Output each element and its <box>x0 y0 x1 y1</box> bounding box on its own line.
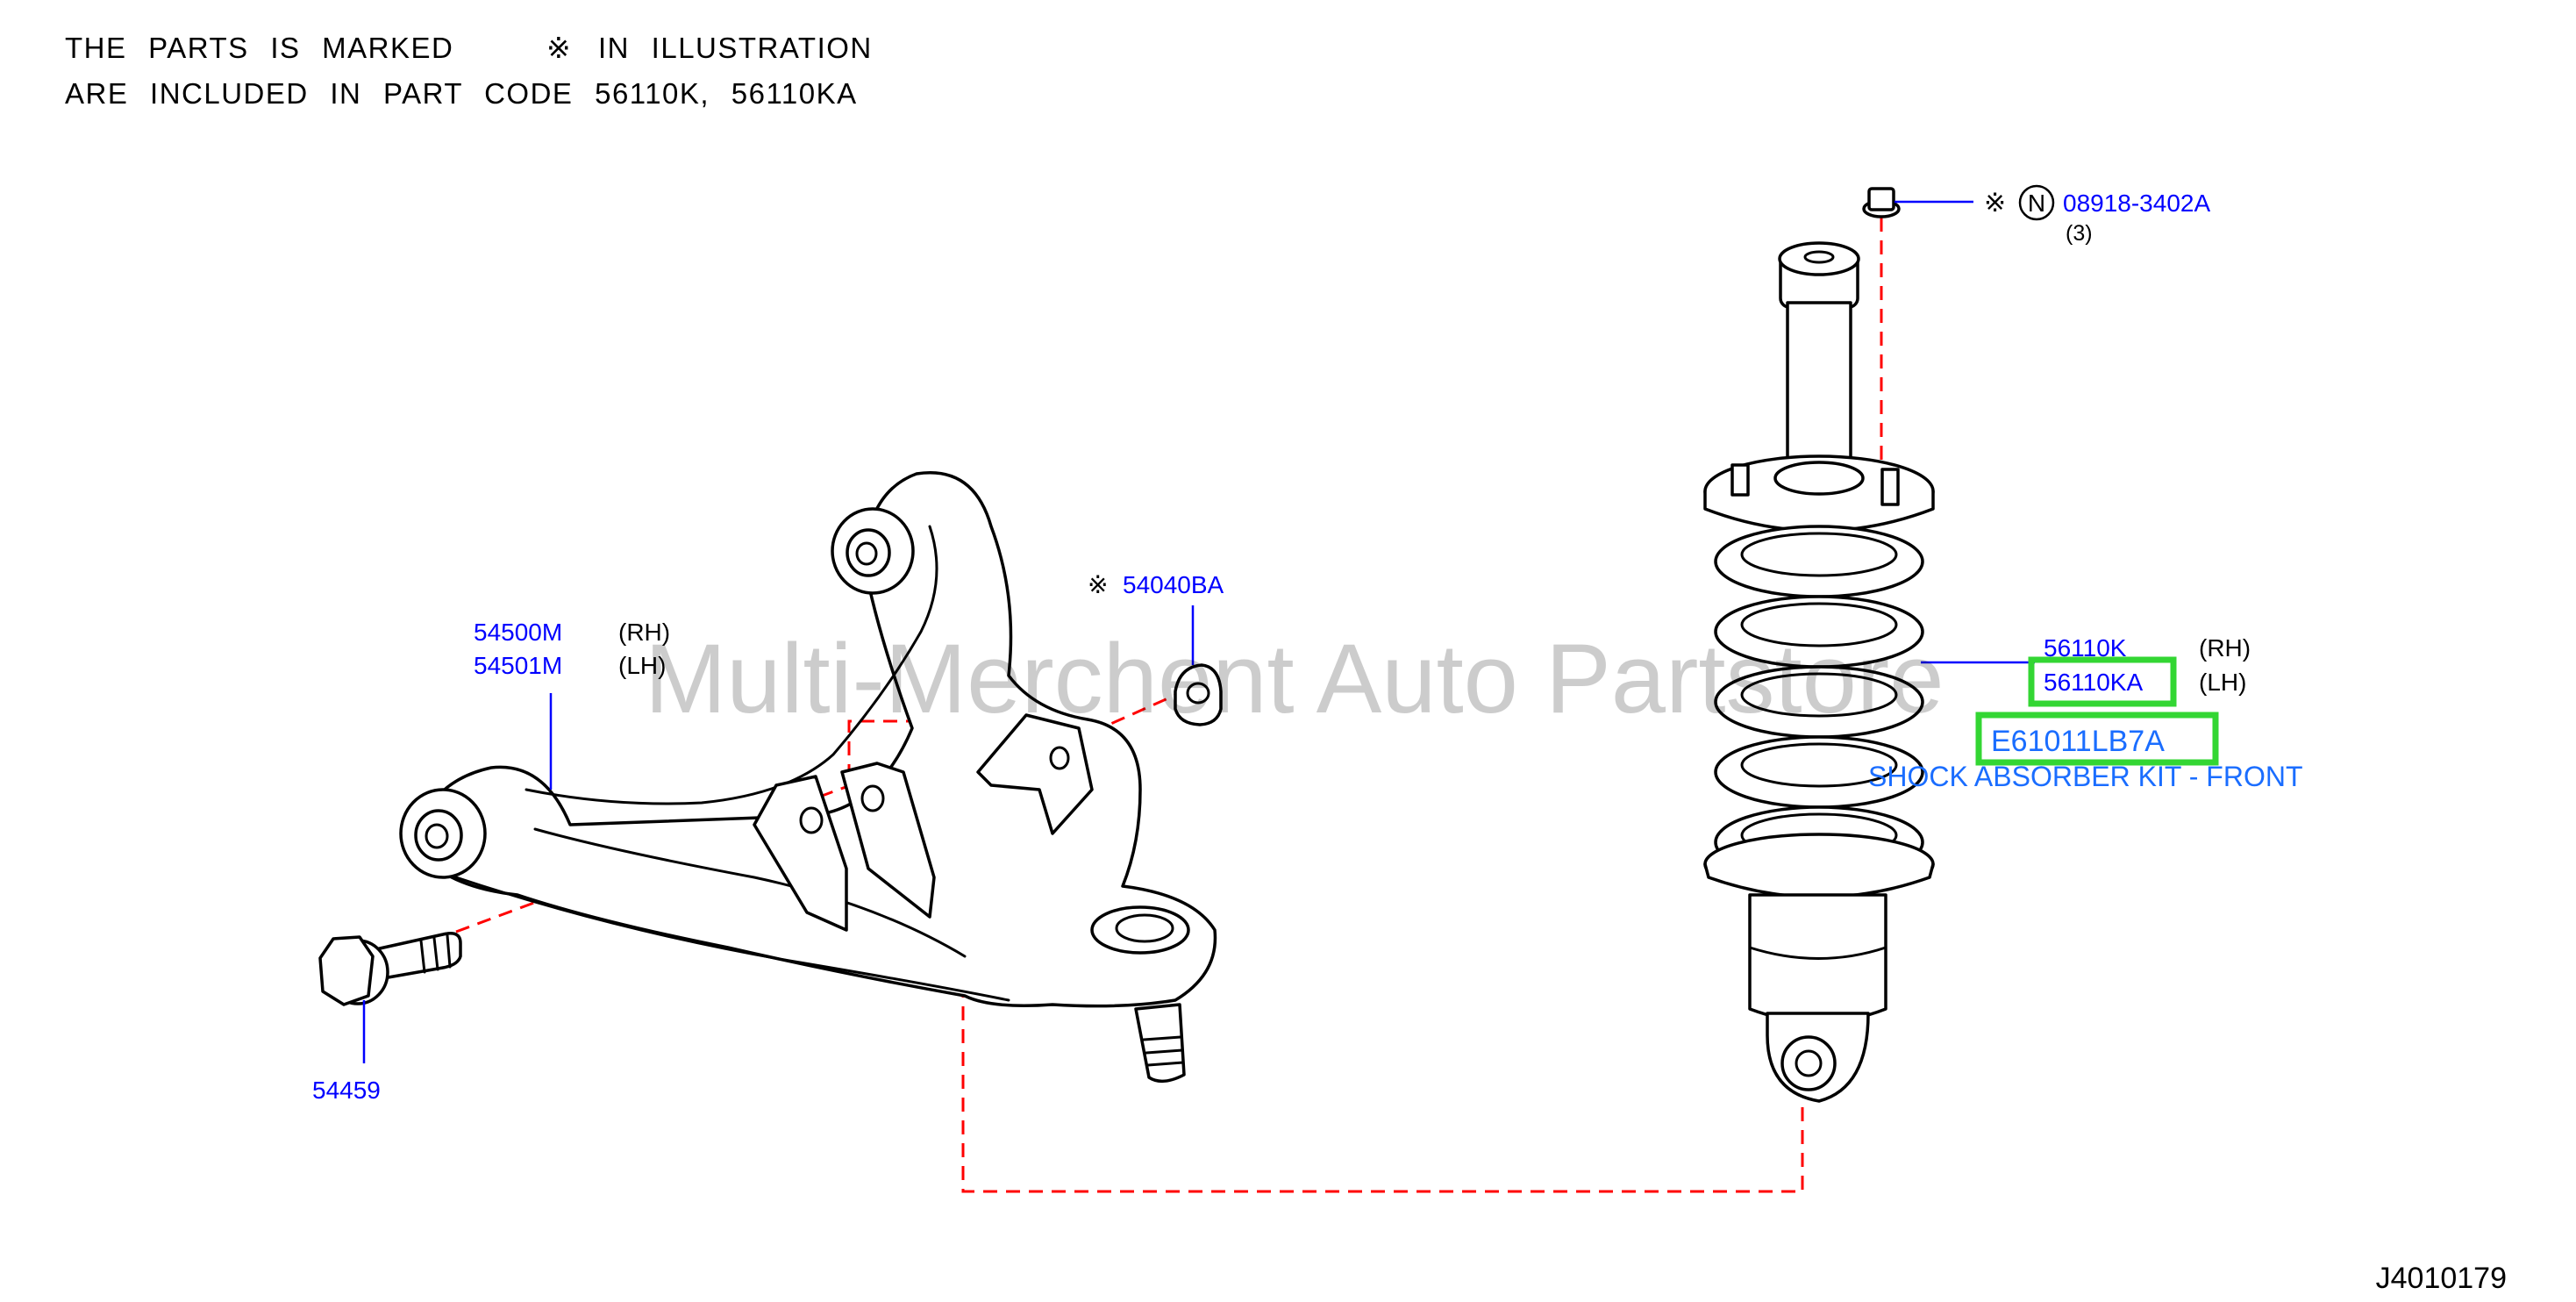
arm-lower-edge <box>454 876 1010 1002</box>
shock-bracket-right <box>840 762 936 919</box>
ball-joint-thread-1 <box>1142 1035 1182 1041</box>
rod-top-cap <box>1778 241 1860 276</box>
label-kit-code[interactable]: E61011LB7A <box>1991 725 2165 758</box>
label-kit-description: SHOCK ABSORBER KIT - FRONT <box>1868 761 2302 792</box>
n-symbol-circle <box>2018 184 2055 221</box>
stabilizer-bracket <box>976 713 1094 835</box>
lower-control-arm <box>399 471 1217 1084</box>
shock-body-band <box>1748 946 1887 960</box>
nut-body <box>1867 187 1895 211</box>
note-line1-a: THE PARTS IS MARKED <box>65 32 453 64</box>
stabilizer-hole <box>1049 746 1070 770</box>
spring-coil-2-inner <box>1740 602 1898 647</box>
bushing-body <box>1174 663 1223 726</box>
label-56110K-side: (RH) <box>2199 634 2251 662</box>
note-mark: ※ <box>546 32 572 64</box>
spring-coil-3-inner <box>1740 672 1898 718</box>
dust-boot <box>1786 301 1852 467</box>
arm-inner-edge <box>533 827 967 958</box>
link-strut-to-arm <box>847 719 1804 1193</box>
label-54040BA[interactable]: 54040BA <box>1123 571 1224 598</box>
header-note: THE PARTS IS MARKED ※ IN ILLUSTRATION AR… <box>65 32 873 110</box>
label-54459[interactable]: 54459 <box>312 1077 381 1104</box>
ball-joint-stud <box>1134 1003 1186 1084</box>
shock-bracket-left <box>753 775 848 932</box>
flange-nut <box>1862 187 1901 218</box>
label-54501M[interactable]: 54501M <box>474 652 562 679</box>
shock-eye-hole <box>1795 1049 1823 1077</box>
label-nut-qty: (3) <box>2066 221 2093 246</box>
label-56110KA[interactable]: 56110KA <box>2044 669 2143 696</box>
upper-mount-center <box>1773 461 1865 496</box>
spring-coil-1-inner <box>1740 532 1898 577</box>
ball-joint-thread-3 <box>1146 1061 1185 1067</box>
bolt-thread-2 <box>432 936 439 971</box>
bolt-head <box>318 935 375 1006</box>
arm-rear-eye-inner <box>846 528 891 577</box>
label-08918-3402A[interactable]: 08918-3402A <box>2063 190 2210 217</box>
ball-joint-seat-inner <box>1115 913 1174 943</box>
label-56110KA-side: (LH) <box>2199 669 2246 696</box>
note-line2: ARE INCLUDED IN PART CODE 56110K, 56110K… <box>65 77 858 110</box>
mount-stud-left <box>1730 463 1750 497</box>
bolt-thread-1 <box>419 939 426 974</box>
stabilizer-bushing <box>1174 663 1223 726</box>
note-line1-b: IN ILLUSTRATION <box>598 32 873 64</box>
highlight-kit-code <box>1975 712 2219 766</box>
bracket-hole-left <box>799 806 824 834</box>
diagram-ref: J4010179 <box>2376 1262 2507 1295</box>
leader-lines <box>362 200 2035 1063</box>
n-symbol: N <box>2028 190 2045 217</box>
lower-seat-rim <box>1703 862 1935 899</box>
mount-stud-right <box>1880 468 1900 506</box>
label-54500M[interactable]: 54500M <box>474 619 562 646</box>
bracket-hole-right <box>860 784 885 812</box>
highlight-56110KA <box>2028 656 2177 707</box>
label-54501M-side: (LH) <box>618 652 666 679</box>
arm-front-eye-inner <box>414 809 463 862</box>
label-nut-mark: ※ <box>1984 189 2006 218</box>
ball-joint-thread-2 <box>1145 1048 1184 1055</box>
arm-upper-edge <box>524 525 938 805</box>
shock-eye-outer <box>1780 1035 1837 1091</box>
arm-rear-eye-hole <box>855 541 878 566</box>
arm-body <box>410 471 1217 1008</box>
part-labels: 54500M (RH) 54501M (LH) ※ 54040BA 54459 … <box>312 184 2302 1104</box>
label-54500M-side: (RH) <box>618 619 670 646</box>
arm-front-eye-hole <box>425 823 449 849</box>
strut-assembly <box>1703 241 1935 1103</box>
watermark: Multi-Merchent Auto Partstore <box>645 624 1944 733</box>
arm-bolt <box>318 932 462 1006</box>
bushing-hole <box>1186 682 1210 705</box>
spring-coil-4-inner <box>1740 742 1898 788</box>
rod-top-hole <box>1803 250 1835 264</box>
bolt-thread-3 <box>446 934 452 969</box>
label-54040BA-mark: ※ <box>1088 571 1108 598</box>
